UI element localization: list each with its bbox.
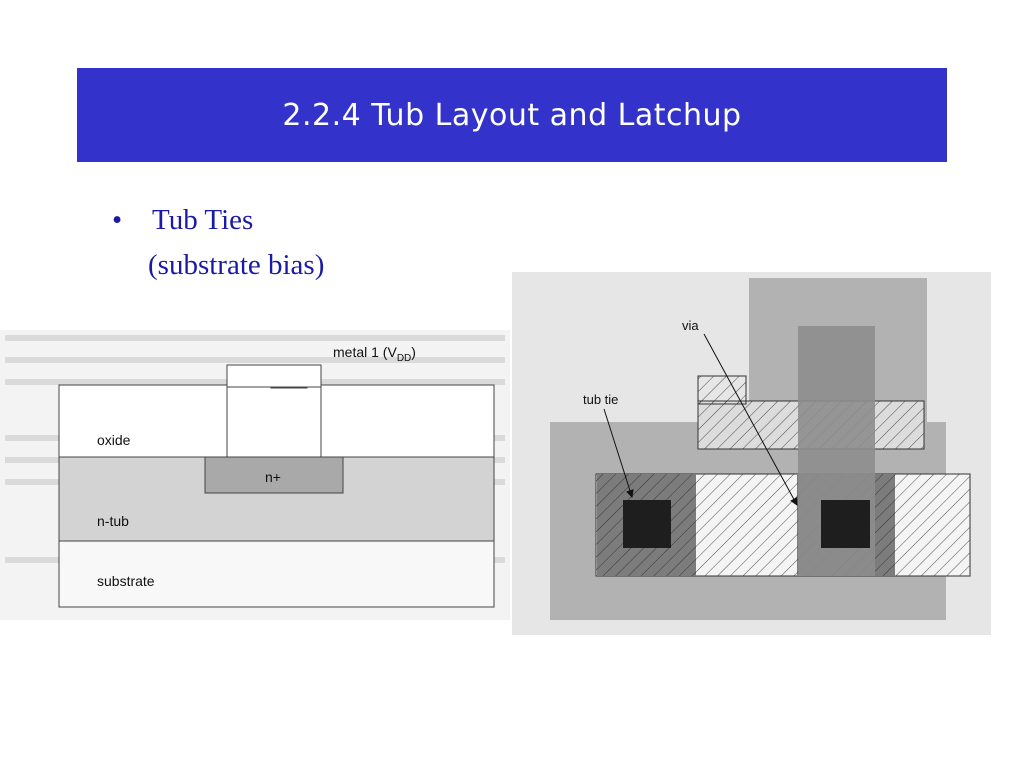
slide-title: 2.2.4 Tub Layout and Latchup (282, 97, 742, 133)
tub-tie-arrow (603, 408, 634, 498)
n-plus-region (204, 456, 344, 494)
layout-diagram: via tub tie (512, 272, 991, 635)
title-bar: 2.2.4 Tub Layout and Latchup (77, 68, 947, 162)
bullet-dot-icon: • (112, 204, 123, 236)
bullet-list: • Tub Ties (substrate bias) (112, 204, 324, 282)
via-box (697, 375, 747, 405)
metal-1-label-text: metal 1 (V (333, 344, 397, 360)
contact-left (623, 500, 671, 548)
metal-1-label-subscript: DD (397, 353, 411, 364)
via-label: via (682, 318, 699, 333)
oxide-label: oxide (97, 432, 131, 448)
substrate-label: substrate (97, 573, 155, 589)
metal-1-label-close: ) (411, 344, 416, 360)
cross-section-diagram: metal 1 (VDD) oxide n+ n-tub substrate (0, 330, 510, 620)
bullet-text: Tub Ties (152, 204, 254, 236)
n-plus-label: n+ (265, 469, 281, 485)
n-tub-label: n-tub (97, 513, 129, 529)
sub-bullet-text: (substrate bias) (148, 249, 325, 281)
substrate-region (58, 540, 495, 608)
metal-1-bar (226, 364, 322, 388)
bullet-item: • Tub Ties (112, 204, 324, 237)
contact-right (821, 500, 870, 548)
via-arrow (703, 333, 798, 506)
tub-tie-label: tub tie (583, 392, 618, 407)
metal-1-label: metal 1 (VDD) (333, 344, 416, 364)
